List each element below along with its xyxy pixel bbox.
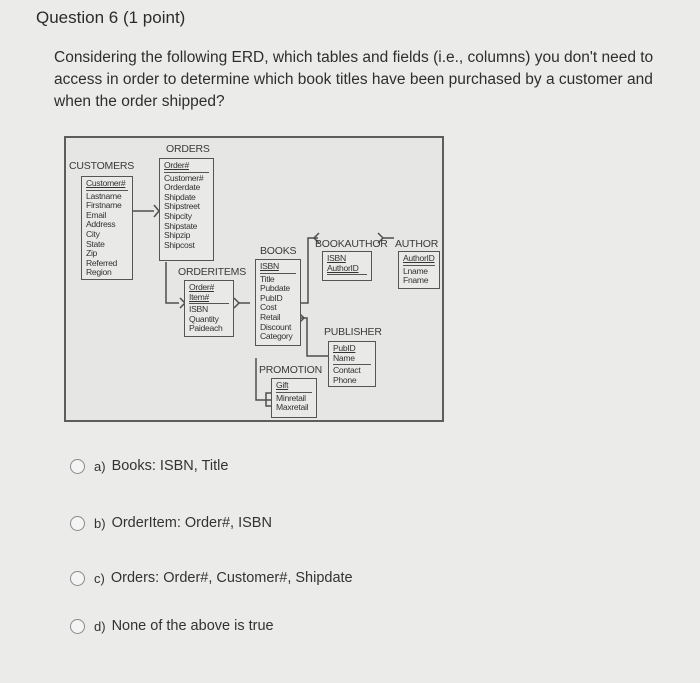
field-pk: PubID [333, 343, 356, 353]
option-letter: a) [94, 458, 106, 474]
field: Firstname [86, 200, 122, 211]
option-label: Orders: Order#, Customer#, Shipdate [110, 570, 353, 586]
field-pk: ISBN [327, 253, 346, 263]
option-letter: c) [94, 570, 105, 586]
option-letter: d) [94, 618, 106, 634]
field: PubID [260, 292, 283, 303]
field: Maxretail [276, 402, 309, 413]
table-promotion: Gift Minretail Maxretail [271, 378, 317, 418]
field: Region [86, 267, 112, 278]
table-publisher: PubID Name Contact Phone [328, 341, 376, 387]
question-text: Considering the following ERD, which tab… [54, 49, 654, 110]
table-name-orderitems: ORDERITEMS [178, 266, 247, 278]
field: City [86, 228, 100, 239]
field: Lname [403, 265, 428, 276]
option-label: OrderItem: Order#, ISBN [111, 515, 272, 531]
option-b[interactable]: b) OrderItem: Order#, ISBN [70, 515, 272, 531]
field: Shipdate [164, 191, 196, 202]
option-a[interactable]: a) Books: ISBN, Title [70, 458, 228, 474]
field-pk: Customer# [86, 178, 128, 191]
field: Cost [260, 302, 277, 313]
field-pk: ISBN [260, 261, 296, 274]
radio-button[interactable] [70, 570, 85, 586]
field: Orderdate [164, 182, 200, 193]
field-pk: AuthorID [403, 253, 435, 266]
field: Paideach [189, 323, 223, 334]
radio-button[interactable] [70, 618, 85, 634]
field: Name [333, 353, 371, 366]
field: Retail [260, 311, 281, 322]
table-customers: Customer# Lastname Firstname Email Addre… [81, 176, 133, 280]
field: Shipcost [164, 239, 195, 250]
field: Pubdate [260, 283, 290, 294]
table-name-author: AUTHOR [395, 238, 439, 250]
question-points: (1 point) [122, 8, 186, 27]
field: Lastname [86, 190, 122, 201]
field-pk: Gift [276, 380, 312, 393]
option-label: Books: ISBN, Title [111, 458, 229, 474]
radio-button[interactable] [70, 458, 85, 474]
field: Contact [333, 365, 361, 376]
field: Shipcity [164, 210, 192, 221]
field-pk: Item# [189, 292, 229, 305]
field: Shipzip [164, 230, 191, 241]
field: Quantity [189, 313, 219, 324]
field: Phone [333, 374, 357, 385]
question-number: Question 6 [36, 8, 119, 27]
radio-button[interactable] [70, 515, 85, 531]
field: ISBN [189, 304, 208, 315]
option-c[interactable]: c) Orders: Order#, Customer#, Shipdate [70, 570, 353, 586]
option-letter: b) [94, 515, 106, 531]
field: Discount [260, 321, 292, 332]
field: Category [260, 331, 293, 342]
field: Title [260, 273, 275, 284]
field: State [86, 238, 105, 249]
erd-diagram: CUSTOMERS Customer# Lastname Firstname E… [64, 136, 444, 422]
table-bookauthor: ISBN AuthorID [322, 251, 372, 281]
table-name-publisher: PUBLISHER [324, 326, 382, 338]
question-title: Question 6 (1 point) [36, 8, 185, 28]
field: Shipstreet [164, 201, 200, 212]
field: Zip [86, 248, 98, 259]
table-name-promotion: PROMOTION [259, 364, 322, 376]
field: Minretail [276, 392, 306, 403]
field: Email [86, 209, 106, 220]
field-pk: Order# [189, 282, 214, 292]
table-name-bookauthor: BOOKAUTHOR [315, 238, 388, 250]
table-name-orders: ORDERS [166, 143, 210, 155]
field-pk: AuthorID [327, 263, 367, 276]
field: Customer# [164, 172, 204, 183]
table-author: AuthorID Lname Fname [398, 251, 440, 289]
table-orderitems: Order# Item# ISBN Quantity Paideach [184, 280, 234, 337]
field: Fname [403, 275, 429, 286]
field: Referred [86, 257, 118, 268]
table-orders: Order# Customer# Orderdate Shipdate Ship… [159, 158, 214, 261]
field: Address [86, 219, 116, 230]
table-name-books: BOOKS [260, 245, 297, 257]
field: Shipstate [164, 220, 198, 231]
table-books: ISBN Title Pubdate PubID Cost Retail Dis… [255, 259, 301, 346]
table-name-customers: CUSTOMERS [69, 160, 135, 172]
option-d[interactable]: d) None of the above is true [70, 618, 274, 634]
option-label: None of the above is true [111, 618, 274, 634]
field-pk: Order# [164, 160, 209, 173]
